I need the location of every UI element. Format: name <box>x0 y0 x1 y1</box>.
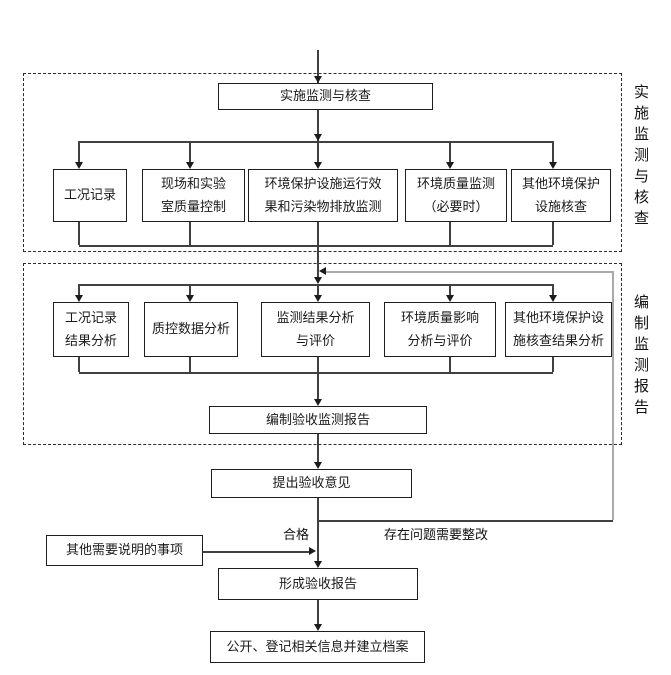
connector <box>79 284 553 286</box>
arrowhead <box>75 295 83 302</box>
feedback-connector <box>612 271 614 520</box>
node-implement-monitoring: 实施监测与核查 <box>218 83 433 110</box>
arrowhead <box>319 267 326 275</box>
arrowhead <box>186 162 194 169</box>
connector <box>552 284 554 296</box>
connector <box>317 372 319 400</box>
side-label-section1: 实施监测与核查 <box>632 84 648 231</box>
connector <box>78 222 80 245</box>
arrowhead <box>314 462 322 469</box>
connector <box>203 551 310 553</box>
connector <box>552 357 554 372</box>
side-label-section2: 编制监测报告 <box>632 294 648 420</box>
connector <box>79 245 553 247</box>
connector <box>449 357 451 372</box>
node-record-analysis: 工况记录 结果分析 <box>53 302 129 357</box>
node-compile-report: 编制验收监测报告 <box>209 406 427 434</box>
arrowhead <box>549 295 557 302</box>
arrowhead <box>314 399 322 406</box>
label-rework: 存在问题需要整改 <box>384 527 489 542</box>
arrowhead <box>75 162 83 169</box>
node-monitoring-result-analysis: 监测结果分析 与评价 <box>261 302 370 357</box>
node-other-matters: 其他需要说明的事项 <box>46 535 203 566</box>
connector <box>317 284 319 296</box>
connector <box>78 357 80 372</box>
node-qc-data-analysis: 质控数据分析 <box>144 302 238 357</box>
arrowhead <box>186 295 194 302</box>
arrowhead <box>446 162 454 169</box>
connector <box>78 284 80 296</box>
connector <box>317 245 319 277</box>
connector <box>317 141 319 163</box>
connector <box>552 141 554 163</box>
arrowhead <box>309 547 316 555</box>
arrowhead <box>549 162 557 169</box>
node-other-facility-check: 其他环境保护 设施核查 <box>511 169 611 222</box>
connector <box>79 141 553 143</box>
node-facility-operation-monitoring: 环境保护设施运行效 果和污染物排放监测 <box>248 169 398 222</box>
connector <box>449 141 451 163</box>
connector <box>79 372 553 374</box>
connector <box>317 498 319 562</box>
node-propose-opinion: 提出验收意见 <box>211 469 412 498</box>
node-operating-condition-record: 工况记录 <box>53 169 127 222</box>
section2-frame <box>23 263 622 445</box>
node-publish-archive: 公开、登记相关信息并建立档案 <box>210 631 425 663</box>
arrowhead <box>446 295 454 302</box>
connector <box>449 284 451 296</box>
label-pass: 合格 <box>283 527 310 542</box>
connector <box>317 222 319 245</box>
arrowhead <box>314 134 322 141</box>
node-env-impact-analysis: 环境质量影响 分析与评价 <box>384 302 496 357</box>
connector <box>317 434 319 463</box>
connector <box>318 520 613 522</box>
connector <box>449 222 451 245</box>
node-form-report: 形成验收报告 <box>218 568 418 600</box>
arrowhead <box>314 624 322 631</box>
connector <box>189 357 191 372</box>
arrowhead <box>314 76 322 83</box>
node-site-lab-qc: 现场和实验 室质量控制 <box>142 169 245 222</box>
section1-frame <box>23 73 622 252</box>
arrowhead <box>314 277 322 284</box>
connector <box>189 284 191 296</box>
node-env-quality-monitoring: 环境质量监测 （必要时） <box>405 169 507 222</box>
connector <box>189 141 191 163</box>
node-other-facility-result-analysis: 其他环境保护设 施核查结果分析 <box>505 302 612 357</box>
connector <box>317 357 319 372</box>
connector <box>189 222 191 245</box>
feedback-connector <box>326 271 613 273</box>
arrowhead <box>314 561 322 568</box>
arrowhead <box>314 295 322 302</box>
connector <box>78 141 80 163</box>
connector <box>317 600 319 625</box>
connector <box>552 222 554 245</box>
arrowhead <box>314 162 322 169</box>
connector <box>317 110 319 141</box>
connector <box>317 50 319 83</box>
